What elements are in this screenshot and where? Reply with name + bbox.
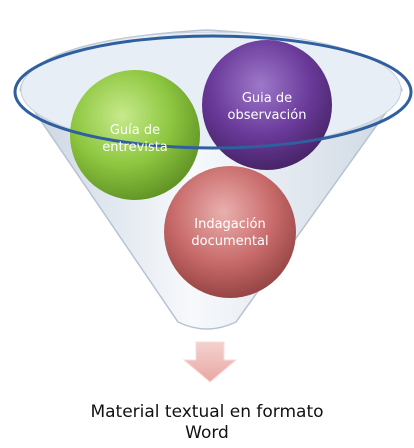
label-indagacion-documental: Indagación documental: [191, 217, 269, 249]
ball-indagacion-documental: [164, 166, 296, 298]
label-guia-observacion: Guia de observación: [227, 91, 307, 123]
result-label: Material textual en formato Word: [90, 402, 324, 443]
ball-guia-entrevista: [70, 70, 200, 200]
ball-guia-observacion: [202, 40, 332, 170]
output-arrow: [182, 341, 238, 383]
funnel-rim: [13, 34, 413, 150]
label-guia-entrevista: Guía de entrevista: [102, 123, 168, 155]
